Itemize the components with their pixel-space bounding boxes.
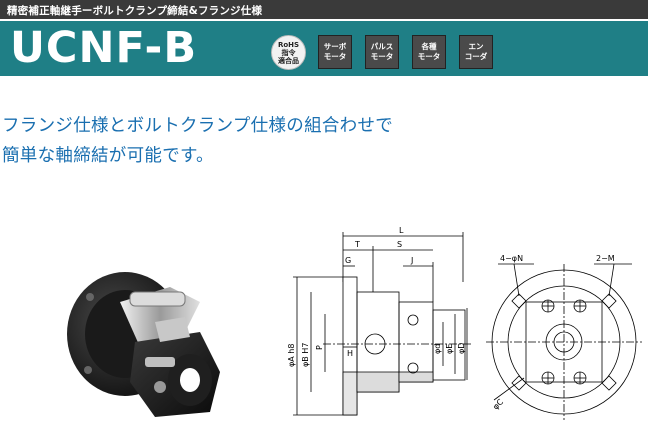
product-photo [67, 272, 220, 417]
dim-C: φC [491, 397, 505, 411]
front-view-drawing: 4−φN 2−M φC [486, 254, 642, 420]
description-line-1: フランジ仕様とボルトクランプ仕様の組合わせで [2, 116, 394, 136]
side-view-drawing: L T S G J H φA h8 φB H7 P φd φE φD [287, 226, 473, 416]
dim-E: φE [445, 344, 454, 354]
category-bar: 精密補正軸継手ーボルトクランプ締結&フランジ仕様 [0, 0, 648, 19]
dim-H: H [347, 349, 353, 358]
category-label: 精密補正軸継手ーボルトクランプ締結&フランジ仕様 [7, 5, 263, 17]
model-title: UCNF-B [10, 23, 198, 73]
rohs-badge: RoHS 指令 適合品 [271, 35, 306, 70]
dim-D: φD [457, 343, 466, 354]
badge-servo-motor: サーボ モータ [318, 35, 352, 69]
badge-encoder: エン コーダ [459, 35, 493, 69]
dim-M: 2−M [596, 254, 615, 263]
description-line-2: 簡単な軸締結が可能です。 [2, 146, 214, 166]
badge-various-motor: 各種 モータ [412, 35, 446, 69]
dim-L: L [399, 226, 404, 235]
badge-pulse-motor: パルス モータ [365, 35, 399, 69]
dim-A: φA h8 [287, 344, 296, 367]
dim-S: S [397, 240, 402, 249]
dim-G: G [345, 256, 351, 265]
dim-d: φd [433, 344, 442, 354]
dim-P: P [315, 345, 324, 350]
dim-T: T [354, 240, 360, 249]
dim-J: J [410, 256, 413, 265]
dim-B: φB H7 [301, 343, 310, 367]
dim-N: 4−φN [500, 254, 523, 263]
